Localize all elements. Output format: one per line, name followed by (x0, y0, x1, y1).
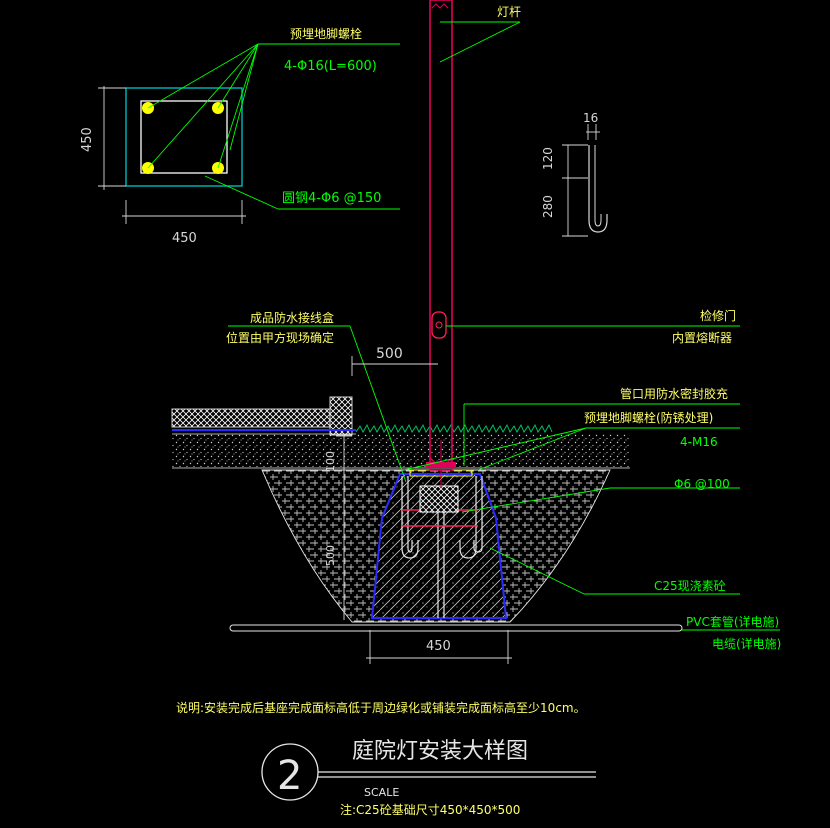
soil-layer (172, 434, 630, 468)
bolt-leaders (147, 43, 400, 210)
dim-offset: 500 (376, 346, 403, 362)
plan-dim-width: 450 (172, 231, 197, 246)
remark-note: 说明:安装完成后基座完成面标高低于周边绿化或铺装完成面标高至少10cm。 (176, 700, 586, 715)
pvc-conduit (229, 624, 683, 632)
concrete-label: C25现浇素砼 (654, 579, 726, 593)
dim-base: 450 (426, 639, 451, 654)
drawing-title: 庭院灯安装大样图 (352, 739, 528, 764)
plan-steel-label: 圆钢4-Φ6 @150 (282, 191, 381, 206)
anchor-bolts (401, 476, 483, 618)
section-leaders (228, 21, 780, 631)
anchor-bolt-spec: 4-M16 (680, 435, 718, 449)
base-plate (419, 485, 459, 513)
plan-bolt-label: 预埋地脚螺栓 (290, 26, 362, 41)
detail-number: 2 (277, 753, 302, 799)
access-door-label: 检修门 (700, 308, 736, 323)
dim-500: 500 (324, 545, 337, 566)
stirrup-label: Φ6 @100 (674, 477, 730, 491)
sealant-label: 管口用防水密封胶充 (620, 386, 728, 401)
foundation-outline (125, 87, 243, 187)
pole-label: 灯杆 (497, 5, 521, 19)
hook-dim-top: 16 (583, 111, 598, 125)
plan-dim-height: 450 (80, 127, 95, 152)
hook-dim-hook-top: 120 (541, 147, 555, 170)
rebar-cage-outline (140, 100, 228, 174)
paving-slab (171, 408, 331, 428)
hook-bolt-detail: 16 120 280 (541, 111, 608, 237)
light-pole (429, 0, 453, 471)
junction-box-label: 成品防水接线盒 (250, 310, 334, 325)
dim-100: 100 (324, 451, 337, 472)
scale-label: SCALE (364, 786, 399, 799)
conduit-label: PVC套管(详电施) (686, 614, 779, 629)
curb-stone (329, 396, 353, 436)
hook-bolt-shape (588, 145, 608, 233)
title-block: 2 庭院灯安装大样图 SCALE 注:C25砼基础尺寸450*450*500 (261, 739, 596, 817)
fuse-label: 内置熔断器 (672, 330, 732, 345)
grass-line (355, 423, 553, 433)
anchor-bolt-label: 预埋地脚螺栓(防锈处理) (584, 410, 713, 425)
plan-view: 预埋地脚螺栓 4-Φ16(L=600) 圆钢4-Φ6 @150 450 450 (80, 26, 400, 246)
access-door (431, 311, 447, 339)
section-dimensions (336, 356, 512, 664)
junction-box-note: 位置由甲方现场确定 (226, 330, 334, 345)
plan-dimensions (98, 86, 246, 224)
plan-bolt-spec: 4-Φ16(L=600) (284, 59, 377, 74)
section-view: 灯杆 成品防水接线盒 位置由甲方现场确定 500 检修门 内置熔断器 管口用防水… (171, 0, 781, 664)
cable-label: 电缆(详电施) (712, 636, 781, 651)
hook-dim-hook-len: 280 (541, 195, 555, 218)
foundation-size-note: 注:C25砼基础尺寸450*450*500 (340, 802, 520, 817)
